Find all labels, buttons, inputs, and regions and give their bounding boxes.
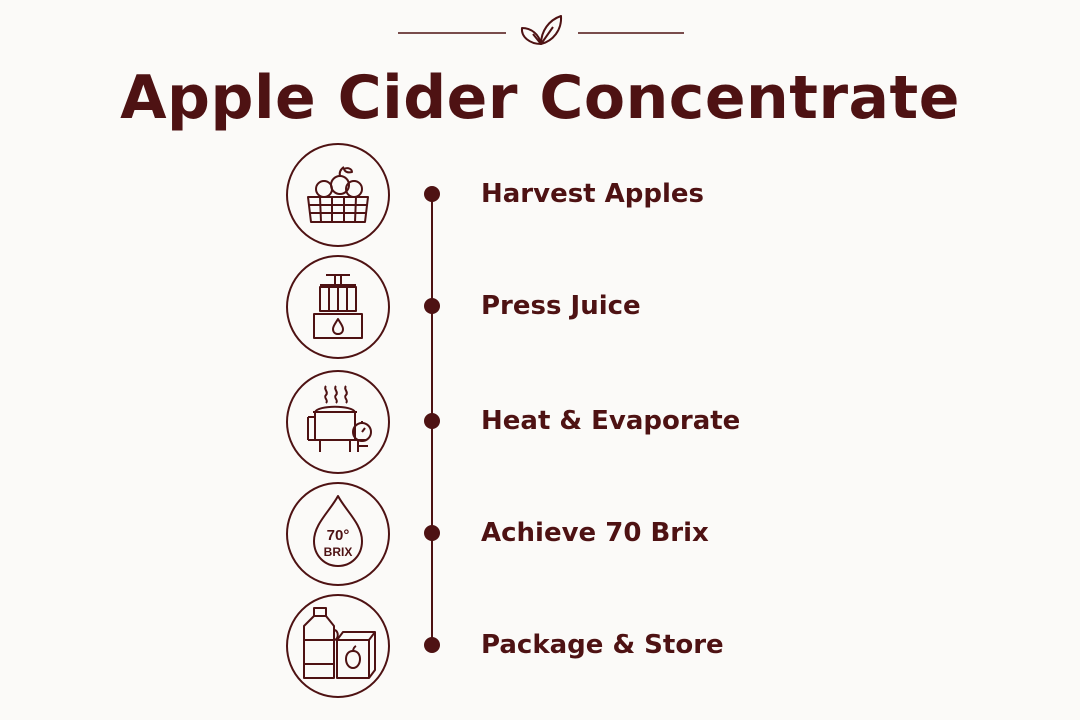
timeline-dot bbox=[424, 413, 440, 429]
timeline-dot bbox=[424, 186, 440, 202]
evaporator-pot-icon bbox=[307, 385, 372, 452]
step-heat-evaporate: Heat & Evaporate bbox=[0, 370, 1080, 474]
step-label: Achieve 70 Brix bbox=[481, 518, 709, 548]
header-ornament bbox=[398, 15, 684, 45]
step-label: Package & Store bbox=[481, 630, 724, 660]
leaf-sprig-icon bbox=[520, 15, 563, 45]
timeline-dot bbox=[424, 637, 440, 653]
timeline-dot bbox=[424, 525, 440, 541]
step-icon-circle bbox=[286, 255, 390, 359]
step-icon-circle bbox=[286, 594, 390, 698]
page-title: Apple Cider Concentrate bbox=[120, 63, 960, 133]
apple-basket-icon bbox=[307, 166, 369, 223]
step-harvest-apples: Harvest Apples bbox=[0, 143, 1080, 247]
step-label: Heat & Evaporate bbox=[481, 406, 741, 436]
juice-press-icon bbox=[313, 274, 363, 339]
timeline-dot bbox=[424, 298, 440, 314]
step-icon-circle bbox=[286, 370, 390, 474]
step-icon-circle bbox=[286, 143, 390, 247]
step-label: Harvest Apples bbox=[481, 179, 705, 209]
brix-unit-text: BRIX bbox=[324, 545, 353, 559]
jug-and-box-icon bbox=[303, 607, 376, 679]
brix-drop-icon: 70° BRIX bbox=[313, 495, 363, 567]
brix-degree-text: 70° bbox=[327, 527, 350, 544]
step-press-juice: Press Juice bbox=[0, 255, 1080, 359]
step-achieve-brix: 70° BRIX Achieve 70 Brix bbox=[0, 482, 1080, 586]
step-label: Press Juice bbox=[481, 291, 641, 321]
step-icon-circle: 70° BRIX bbox=[286, 482, 390, 586]
step-package-store: Package & Store bbox=[0, 594, 1080, 698]
